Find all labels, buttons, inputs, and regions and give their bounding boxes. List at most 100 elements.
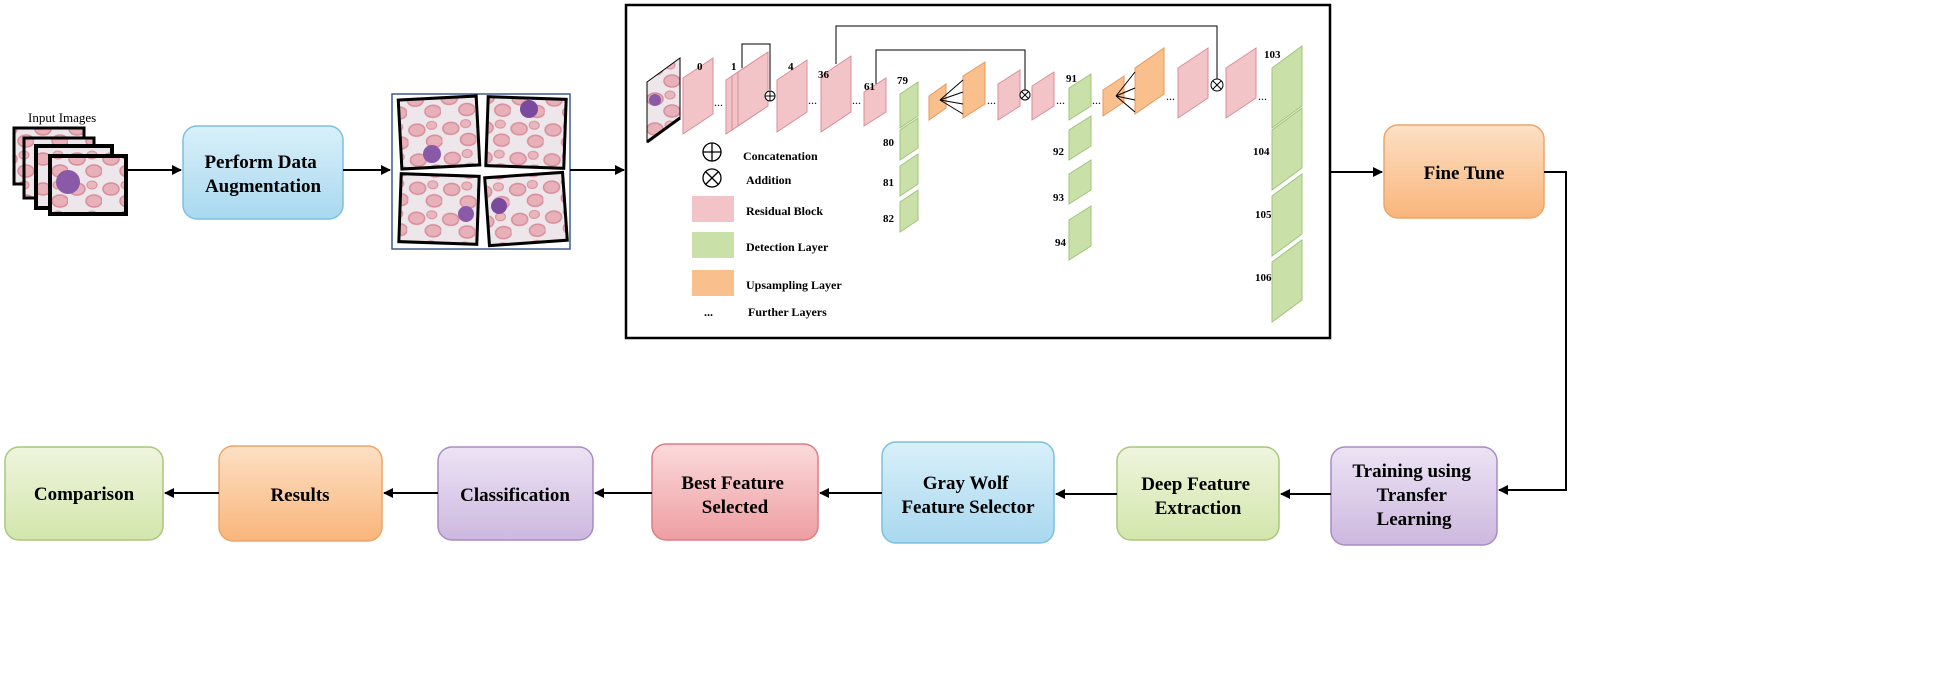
legend-detection: Detection Layer xyxy=(746,240,829,254)
layer-number: 61 xyxy=(864,81,875,93)
layer-ellipsis: ... xyxy=(808,93,817,107)
comparison-label: Comparison xyxy=(34,484,135,505)
residual-block xyxy=(682,57,714,135)
layer-number: 80 xyxy=(883,137,895,149)
upsampling-layer xyxy=(1102,75,1125,117)
layer-number: 104 xyxy=(1253,146,1270,158)
upsampling-layers xyxy=(928,47,1165,121)
skip-connections xyxy=(741,25,1218,90)
gwo-label-line1: Gray Wolf xyxy=(923,473,1009,494)
addition-node-icon xyxy=(1019,89,1031,101)
results-step: Results xyxy=(218,445,383,542)
input-image-stack xyxy=(12,126,128,216)
upsampling-fan-lines xyxy=(939,71,1136,115)
residual-block xyxy=(997,69,1021,121)
comparison-step: Comparison xyxy=(4,446,164,541)
layer-number: 1 xyxy=(731,61,737,73)
detection-layers xyxy=(899,45,1303,323)
gwo-step: Gray Wolf Feature Selector xyxy=(881,441,1055,544)
deep-feature-step: Deep Feature Extraction xyxy=(1116,446,1280,541)
detection-layer xyxy=(1068,159,1092,205)
deep-feature-label-line2: Extraction xyxy=(1155,498,1242,519)
comparison-box xyxy=(4,446,164,541)
augmented-images-panel xyxy=(391,93,571,250)
augmentation-box xyxy=(182,125,344,220)
detection-layer xyxy=(1068,115,1092,161)
detection-layer xyxy=(899,117,919,161)
addition-legend-icon xyxy=(702,168,722,188)
residual-block xyxy=(1225,47,1257,119)
layer-number: 79 xyxy=(897,75,909,87)
augmentation-label-line2: Augmentation xyxy=(205,176,322,197)
network-frame xyxy=(624,3,1332,340)
layer-ellipsis: ... xyxy=(852,93,861,107)
layer-number: 0 xyxy=(697,61,703,73)
residual-blocks xyxy=(682,47,1257,135)
layer-ellipsis: ... xyxy=(1166,89,1175,103)
layer-number: 81 xyxy=(883,177,894,189)
graph-operators xyxy=(764,78,1224,102)
layer-number: 105 xyxy=(1255,209,1272,221)
best-feature-step: Best Feature Selected xyxy=(651,443,819,541)
connectors xyxy=(127,165,1567,499)
upsampling-layer xyxy=(928,83,947,121)
svg-text:Deep Feature Extraction: Deep Feature Extraction xyxy=(1141,474,1255,519)
legend-further-marker: ... xyxy=(704,305,713,319)
finetune-label: Fine Tune xyxy=(1424,163,1505,184)
layer-number: 103 xyxy=(1264,49,1281,61)
layer-number: 106 xyxy=(1255,272,1272,284)
legend-residual-swatch xyxy=(692,196,734,222)
layer-ellipsis: ... xyxy=(987,93,996,107)
training-label-line1: Training using xyxy=(1352,461,1471,482)
detection-layer xyxy=(1271,107,1303,191)
svg-text:Training using Transfer: Training using Transfer Learning xyxy=(1352,461,1475,530)
layer-ellipsis: ... xyxy=(1258,89,1267,103)
arrow-finetune-to-training xyxy=(1498,171,1567,495)
training-label-line3: Learning xyxy=(1377,509,1452,530)
residual-block xyxy=(1177,47,1209,119)
legend-upsampling-swatch xyxy=(692,270,734,296)
detection-layer xyxy=(1271,239,1303,323)
network-input-image xyxy=(646,57,681,144)
concatenation-legend-icon xyxy=(702,142,722,162)
legend-concatenation: Concatenation xyxy=(743,149,818,163)
layer-number: 92 xyxy=(1053,146,1065,158)
legend: Concatenation Addition Residual Block De… xyxy=(692,142,842,319)
layer-number: 4 xyxy=(788,61,794,73)
best-feature-label-line1: Best Feature xyxy=(681,473,784,494)
layer-number: 82 xyxy=(883,213,895,225)
layer-ellipsis: ... xyxy=(714,95,723,109)
augmentation-label-line1: Perform Data xyxy=(204,152,317,173)
gwo-label-line2: Feature Selector xyxy=(901,497,1035,518)
layer-number: 91 xyxy=(1066,73,1077,85)
residual-block xyxy=(737,51,769,127)
layer-number: 36 xyxy=(818,69,830,81)
detection-layer xyxy=(899,81,919,129)
deep-feature-label-line1: Deep Feature xyxy=(1141,474,1250,495)
classification-step: Classification xyxy=(437,446,594,541)
input-images-label: Input Images xyxy=(28,110,96,125)
detection-layer xyxy=(1271,173,1303,257)
training-label-line2: Transfer xyxy=(1377,485,1448,506)
residual-block xyxy=(776,59,808,133)
legend-residual: Residual Block xyxy=(746,204,823,218)
input-images-group: Input Images xyxy=(12,110,128,216)
training-step: Training using Transfer Learning xyxy=(1330,446,1498,546)
training-box xyxy=(1330,446,1498,546)
classification-label: Classification xyxy=(460,485,570,506)
layer-ellipsis: ... xyxy=(1056,93,1065,107)
svg-text:Gray Wolf Feature Select: Gray Wolf Feature Selector xyxy=(901,473,1035,518)
best-feature-label-line2: Selected xyxy=(702,497,769,518)
detection-layer xyxy=(1271,45,1303,129)
finetune-step: Fine Tune xyxy=(1383,124,1545,219)
svg-text:Best Feature Selected: Best Feature Selected xyxy=(681,473,788,518)
detection-layer xyxy=(1068,205,1092,261)
legend-addition: Addition xyxy=(746,173,792,187)
layer-ellipsis: ... xyxy=(1092,93,1101,107)
results-label: Results xyxy=(270,485,329,506)
legend-upsampling: Upsampling Layer xyxy=(746,278,842,292)
detection-layer xyxy=(899,189,919,233)
layer-number: 93 xyxy=(1053,192,1065,204)
